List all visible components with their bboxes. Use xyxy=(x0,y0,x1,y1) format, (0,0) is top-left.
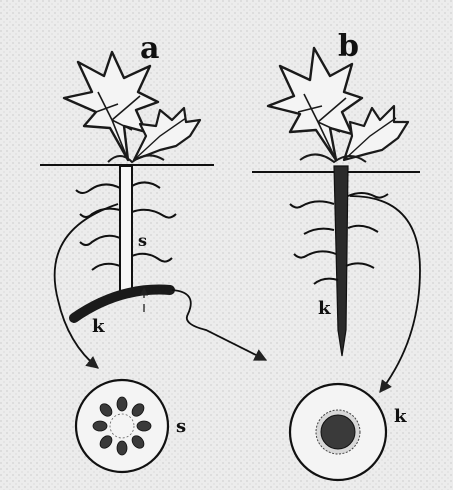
panel-a-stem xyxy=(120,166,132,294)
panel-a-label: a xyxy=(140,31,159,66)
panel-b-root-label: k xyxy=(318,298,331,319)
panel-a-root-label: k xyxy=(92,316,105,337)
section-left-label: s xyxy=(176,416,186,437)
panel-b-label: b xyxy=(338,29,359,64)
section-right-label: k xyxy=(394,406,407,427)
panel-a-stem-label: s xyxy=(138,231,147,250)
